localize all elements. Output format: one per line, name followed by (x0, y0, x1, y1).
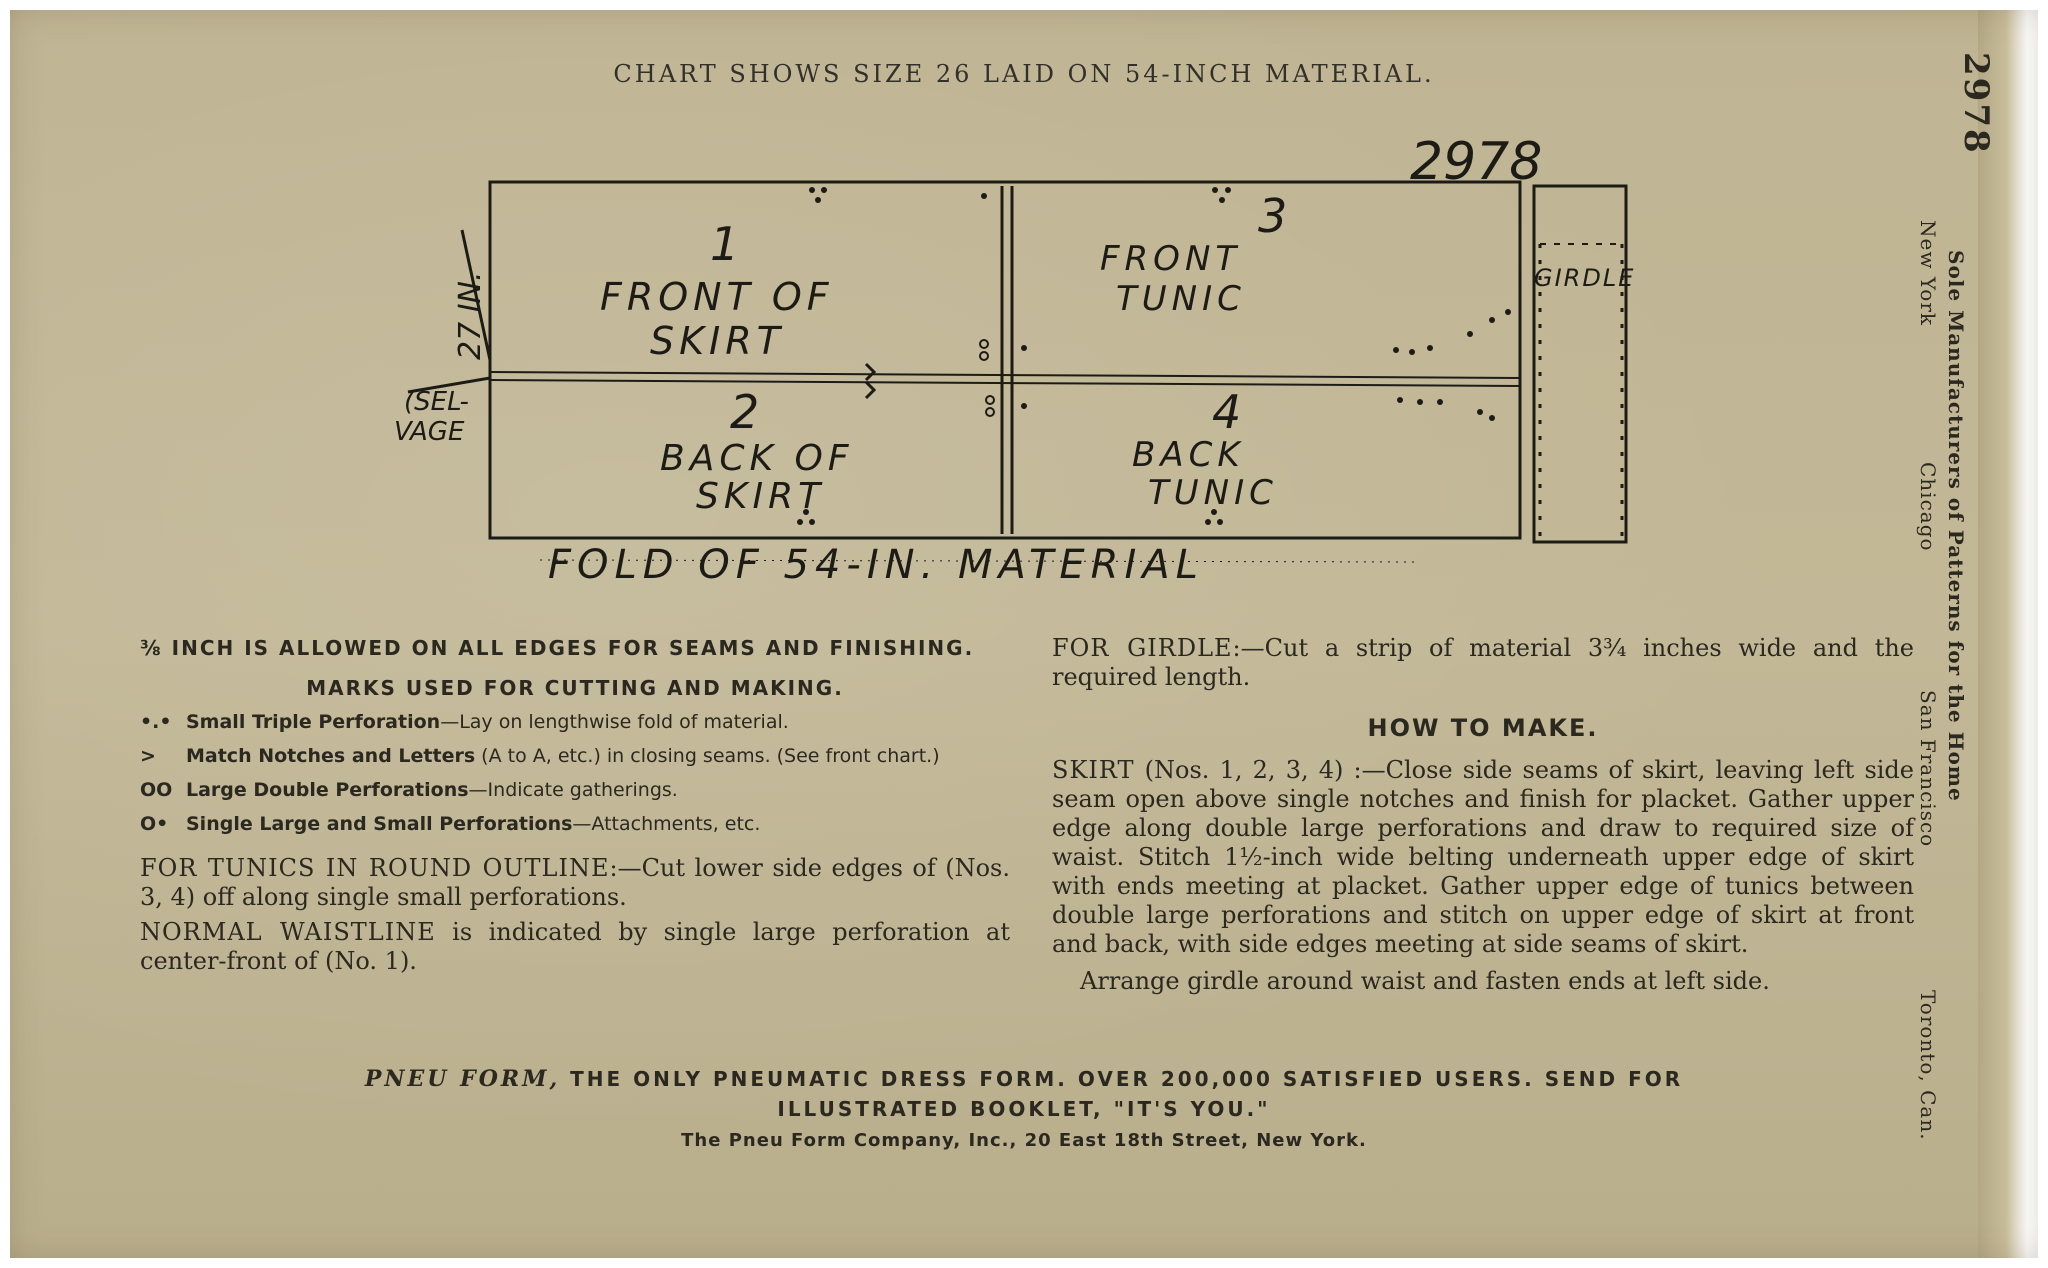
girdle-label: GIRDLE (1534, 264, 1635, 292)
footer-line1: PNEU FORM, THE ONLY PNEUMATIC DRESS FORM… (0, 1064, 2048, 1094)
side-city-new-york: New York (1916, 220, 1940, 326)
mark-desc: (A to A, etc.) in closing seams. (See fr… (475, 745, 940, 767)
chart-caption: CHART SHOWS SIZE 26 LAID ON 54-INCH MATE… (613, 60, 1435, 88)
tunics-lead: FOR TUNICS IN ROUND OUTLINE (140, 854, 610, 882)
mark-name: Match Notches and Letters (186, 745, 476, 767)
instructions-left-column: ⅜ INCH IS ALLOWED ON ALL EDGES FOR SEAMS… (140, 634, 1010, 976)
side-city-san-francisco: San Francisco (1916, 690, 1940, 848)
marks-title: MARKS USED FOR CUTTING AND MAKING. (306, 676, 844, 700)
side-manufacturer-text: Sole Manufacturers of Patterns for the H… (1916, 190, 1968, 1150)
fold-label: FOLD OF 54-IN. MATERIAL (548, 542, 1204, 588)
side-pattern-number: 2978 (1956, 52, 1996, 155)
mark-row: OO Large Double Perforations—Indicate ga… (140, 778, 1010, 802)
instructions-right-column: FOR GIRDLE:—Cut a strip of material 3¾ i… (1052, 634, 1914, 996)
waist-text: is indicated by single large perforation… (140, 918, 1010, 975)
side-line: Sole Manufacturers of Patterns for the H… (1944, 250, 1968, 802)
footer-advert: PNEU FORM, THE ONLY PNEUMATIC DRESS FORM… (0, 1064, 2048, 1151)
mark-desc: —Lay on lengthwise fold of material. (440, 711, 789, 733)
fabric-outline (488, 180, 1522, 540)
waistline-paragraph: NORMAL WAISTLINE is indicated by single … (140, 918, 1010, 976)
skirt-text: (Nos. 1, 2, 3, 4) :—Close side seams of … (1052, 756, 1914, 958)
girdle-strip (1532, 184, 1628, 544)
perforation-marks (797, 187, 1511, 525)
girdle-paragraph: FOR GIRDLE:—Cut a strip of material 3¾ i… (1052, 634, 1914, 692)
mark-desc: —Attachments, etc. (572, 813, 761, 835)
triple-perforation-icon: •.• (140, 711, 172, 733)
tunics-text: :—Cut lower side edges of (Nos. 3, 4) of… (140, 854, 1010, 911)
skirt-paragraph: SKIRT (Nos. 1, 2, 3, 4) :—Close side sea… (1052, 756, 1914, 959)
tunics-paragraph: FOR TUNICS IN ROUND OUTLINE:—Cut lower s… (140, 854, 1010, 912)
skirt-lead: SKIRT (1052, 756, 1135, 784)
piece-2-label-line2: SKIRT (696, 476, 825, 517)
mark-name: Single Large and Small Perforations (186, 813, 573, 835)
mark-row: O• Single Large and Small Perforations—A… (140, 812, 1010, 836)
width-label: 27 IN. (453, 271, 488, 360)
piece-3-label-line2: TUNIC (1116, 279, 1246, 319)
waist-lead: NORMAL WAISTLINE (140, 918, 436, 946)
envelope-flap-edge (1978, 0, 2048, 1268)
piece-4-label-line1: BACK (1132, 435, 1245, 475)
piece-1-number: 1 (710, 217, 739, 271)
piece-1-label-line2: SKIRT (650, 319, 785, 363)
mark-row: •.• Small Triple Perforation—Lay on leng… (140, 710, 1010, 734)
mark-row: > Match Notches and Letters (A to A, etc… (140, 744, 1010, 768)
mark-name: Large Double Perforations (186, 779, 469, 801)
notch-icon: > (140, 745, 156, 767)
double-perforation-icon: OO (140, 779, 173, 801)
how-to-make-title: HOW TO MAKE. (1367, 714, 1599, 742)
piece-3-number: 3 (1258, 189, 1287, 243)
side-city-chicago: Chicago (1916, 462, 1940, 552)
side-city-toronto: Toronto, Can. (1916, 990, 1940, 1141)
piece-4-label-line2: TUNIC (1148, 473, 1278, 513)
piece-1-label-line1: FRONT OF (600, 275, 834, 319)
single-perforation-icon: O• (140, 813, 169, 835)
piece-2-label-line1: BACK OF (660, 438, 854, 479)
selvage-label-2: VAGE (394, 417, 465, 447)
piece-3-label-line1: FRONT (1100, 239, 1241, 279)
footer-line2: ILLUSTRATED BOOKLET, "IT'S YOU." (777, 1097, 1271, 1121)
mark-name: Small Triple Perforation (186, 711, 441, 733)
selvage-label-1: (SEL- (404, 387, 469, 417)
arrange-paragraph: Arrange girdle around waist and fasten e… (1080, 967, 1770, 995)
girdle-lead: FOR GIRDLE (1052, 634, 1233, 662)
mark-desc: —Indicate gatherings. (468, 779, 678, 801)
seam-allowance-note: ⅜ INCH IS ALLOWED ON ALL EDGES FOR SEAMS… (140, 636, 975, 660)
piece-4-number: 4 (1212, 385, 1241, 439)
footer-line1-text: THE ONLY PNEUMATIC DRESS FORM. OVER 200,… (560, 1067, 1684, 1091)
girdle-text: :—Cut a strip of material 3¾ inches wide… (1052, 634, 1915, 691)
footer-address: The Pneu Form Company, Inc., 20 East 18t… (681, 1130, 1367, 1151)
piece-2-number: 2 (730, 385, 759, 439)
brand-name: PNEU FORM, (364, 1066, 561, 1092)
